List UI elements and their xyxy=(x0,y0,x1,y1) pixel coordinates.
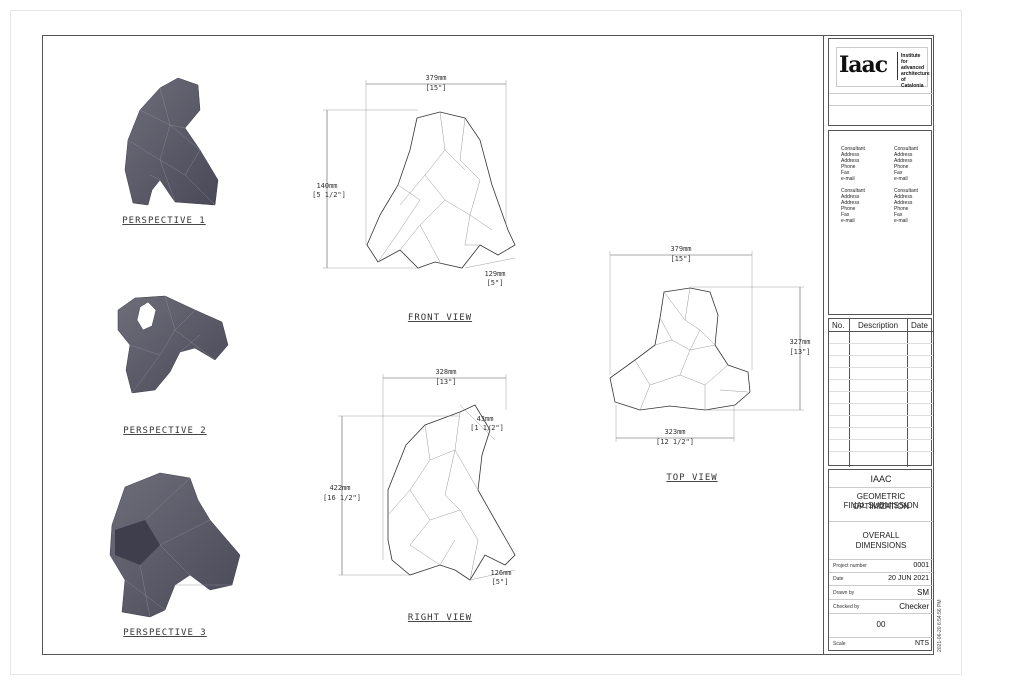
svg-text:379mm: 379mm xyxy=(425,74,446,82)
project-title-1: GEOMETRIC OPTIMIZATION xyxy=(852,492,910,511)
svg-text:[1 1/2"]: [1 1/2"] xyxy=(470,424,504,432)
svg-text:129mm: 129mm xyxy=(484,270,505,278)
right-view: 328mm [13"] 422mm [16 1/2"] 43mm [1 1/2"… xyxy=(323,368,516,623)
project-info-panel: IAAC GEOMETRIC OPTIMIZATION FINAL SUBMIS… xyxy=(828,469,933,651)
perspective-1-label: PERSPECTIVE 1 xyxy=(122,216,205,226)
title-block-separator xyxy=(823,35,824,655)
drawing-frame xyxy=(42,35,934,655)
svg-text:328mm: 328mm xyxy=(435,368,456,376)
scale-row: Scale NTS xyxy=(833,640,929,647)
table-row xyxy=(829,439,933,440)
org-name: IAAC xyxy=(870,474,892,484)
svg-text:[16 1/2"]: [16 1/2"] xyxy=(323,494,361,502)
col-description: Description xyxy=(858,321,899,330)
svg-text:[13"]: [13"] xyxy=(435,378,456,386)
logo-text: Institute for advanced architecture of C… xyxy=(901,53,930,89)
project-number: 0001 xyxy=(913,562,929,569)
table-row xyxy=(829,415,933,416)
revisions-table: No. Description Date xyxy=(828,318,933,467)
svg-text:379mm: 379mm xyxy=(670,245,691,253)
svg-text:[12 1/2"]: [12 1/2"] xyxy=(656,438,694,446)
svg-text:[15"]: [15"] xyxy=(670,255,691,263)
logo-mark: Iaac xyxy=(839,52,888,78)
table-row xyxy=(829,391,933,392)
col-no: No. xyxy=(832,321,845,330)
logo-divider xyxy=(897,52,898,80)
plot-timestamp: 2021-06-20 6:54:56 PM xyxy=(937,599,943,652)
logo: Iaac Institute for advanced architecture… xyxy=(836,47,930,89)
perspective-2-label: PERSPECTIVE 2 xyxy=(123,426,206,436)
svg-text:[15"]: [15"] xyxy=(425,84,446,92)
top-view-label: TOP VIEW xyxy=(666,473,717,483)
date-row: Date 20 JUN 2021 xyxy=(829,573,933,586)
perspective-1-model: PERSPECTIVE 1 xyxy=(122,77,219,226)
table-row xyxy=(829,403,933,404)
svg-text:[5 1/2"]: [5 1/2"] xyxy=(312,191,346,199)
sheet-title-1: OVERALL xyxy=(862,531,900,540)
svg-text:140mm: 140mm xyxy=(316,182,337,190)
table-row xyxy=(829,367,933,368)
checked-by: Checker xyxy=(899,602,929,611)
project-date: 20 JUN 2021 xyxy=(888,575,929,582)
svg-text:126mm: 126mm xyxy=(490,569,511,577)
perspective-3-label: PERSPECTIVE 3 xyxy=(123,628,206,638)
svg-text:323mm: 323mm xyxy=(664,428,685,436)
divider xyxy=(829,93,933,94)
table-row xyxy=(829,355,933,356)
svg-text:[5"]: [5"] xyxy=(492,578,509,586)
column-rule xyxy=(849,319,850,467)
column-rule xyxy=(907,319,908,467)
perspective-2-model: PERSPECTIVE 2 xyxy=(117,295,229,436)
logo-panel: Iaac Institute for advanced architecture… xyxy=(828,38,933,126)
project-title-row: GEOMETRIC OPTIMIZATION FINAL SUBMISSION xyxy=(829,488,933,522)
front-view-label: FRONT VIEW xyxy=(408,313,472,323)
sheet-number-row: 00 xyxy=(829,614,933,638)
right-view-label: RIGHT VIEW xyxy=(408,613,472,623)
checked-by-row: Checked by Checker xyxy=(829,600,933,614)
org-row: IAAC xyxy=(829,470,933,488)
project-title-2: FINAL SUBMISSION xyxy=(843,501,919,510)
table-row xyxy=(829,343,933,344)
project-number-row: Project number 0001 xyxy=(829,560,933,573)
sheet-number: 00 xyxy=(876,620,886,629)
table-row xyxy=(829,379,933,380)
table-row xyxy=(829,451,933,452)
svg-text:[5"]: [5"] xyxy=(487,279,504,287)
col-date: Date xyxy=(911,321,928,330)
table-row xyxy=(829,427,933,428)
svg-text:422mm: 422mm xyxy=(329,484,350,492)
drawn-by-row: Drawn by SM xyxy=(829,586,933,600)
sheet-title-row: OVERALL DIMENSIONS xyxy=(829,522,933,560)
svg-text:327mm: 327mm xyxy=(789,338,810,346)
perspective-3-model: PERSPECTIVE 3 xyxy=(109,472,241,638)
top-view: 379mm [15"] 327mm [13"] 323mm [12 1/2"] … xyxy=(609,245,811,483)
sheet-edge xyxy=(10,10,962,675)
divider xyxy=(829,105,933,106)
svg-text:43mm: 43mm xyxy=(477,415,494,423)
front-view: 379mm [15"] 140mm [5 1/2"] 129mm [5"] FR… xyxy=(312,74,516,323)
sheet-title-2: DIMENSIONS xyxy=(855,541,907,550)
svg-text:[13"]: [13"] xyxy=(789,348,810,356)
drawn-by: SM xyxy=(917,588,929,597)
scale: NTS xyxy=(915,640,929,647)
revisions-header: No. Description Date xyxy=(829,319,933,332)
